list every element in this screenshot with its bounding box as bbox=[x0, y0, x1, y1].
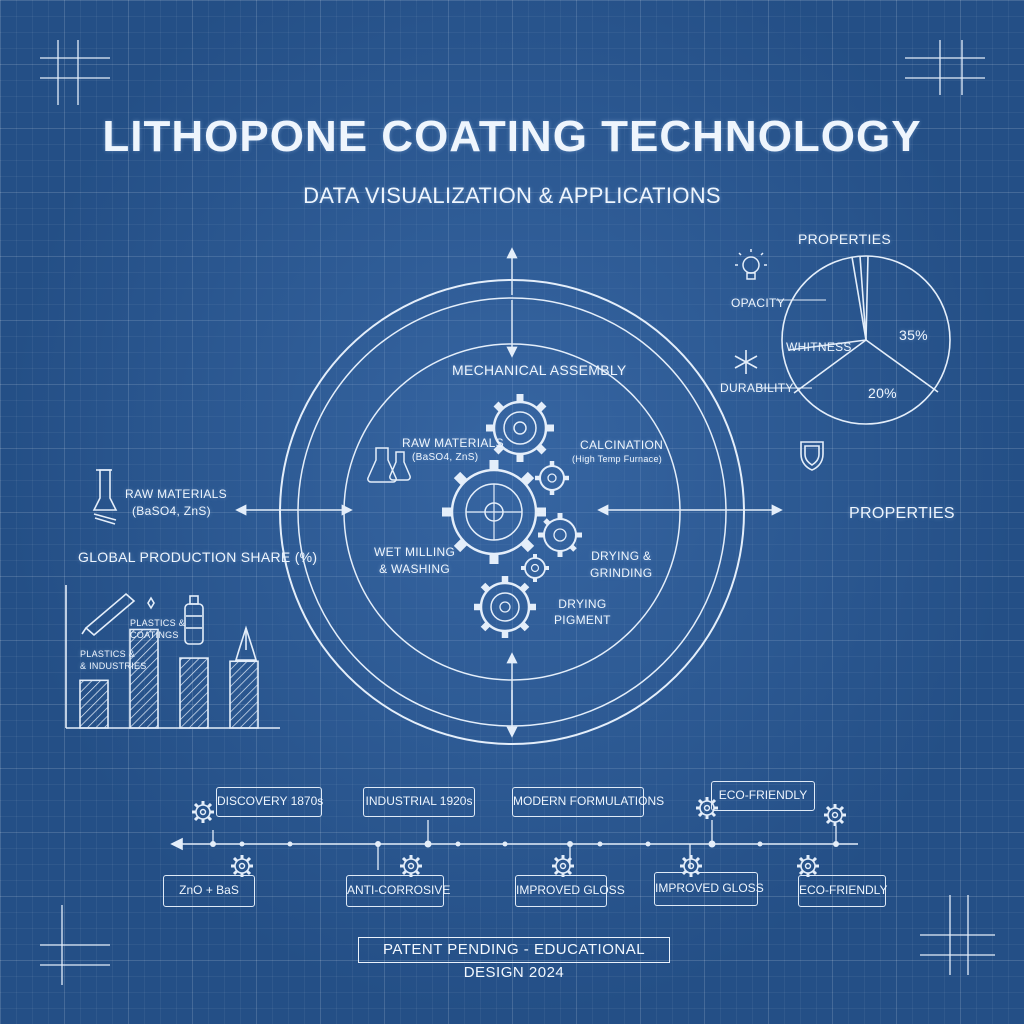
timeline-box-eco-friendly-top: ECO-FRIENDLY bbox=[711, 781, 815, 811]
test-tube-icon bbox=[92, 469, 118, 525]
calcination-label: CALCINATION bbox=[580, 438, 664, 452]
page-title: LITHOPONE COATING TECHNOLOGY bbox=[102, 112, 922, 161]
pen-nib-icon bbox=[234, 625, 258, 661]
bar-1 bbox=[79, 679, 109, 729]
shield-icon bbox=[800, 441, 824, 471]
pie-chart bbox=[760, 255, 951, 425]
timeline-box-discovery: DISCOVERY 1870s bbox=[216, 787, 323, 817]
corner-mark-bottom-right bbox=[920, 895, 995, 975]
lightbulb-icon bbox=[735, 249, 767, 280]
pie-chart-title: PROPERTIES bbox=[798, 231, 891, 247]
corner-mark-top-left bbox=[40, 40, 110, 105]
opacity-label: OPACITY bbox=[731, 296, 785, 310]
global-share-title: GLOBAL PRODUCTION SHARE (%) bbox=[78, 549, 318, 565]
timeline-box-improved-gloss-2: IMPROVED GLOSS bbox=[654, 872, 764, 906]
pencil-icon bbox=[81, 592, 155, 637]
durability-label: DURABILITY bbox=[720, 381, 794, 395]
page-subtitle: DATA VISUALIZATION & APPLICATIONS bbox=[303, 183, 721, 208]
snowflake-icon bbox=[734, 350, 758, 374]
bar-3 bbox=[179, 657, 209, 729]
timeline-box-improved-gloss-1: IMPROVED GLOSS bbox=[515, 875, 625, 907]
center-raw-materials-title: RAW MATERIALS bbox=[402, 436, 504, 450]
left-raw-materials-subtitle: (BaSO4, ZnS) bbox=[132, 504, 211, 518]
flask-icon bbox=[367, 447, 411, 483]
gear-assembly bbox=[442, 394, 582, 638]
left-raw-materials-title: RAW MATERIALS bbox=[125, 487, 227, 501]
bar-2 bbox=[129, 628, 159, 729]
bar-label-plastics-coatings: PLASTICS & COATINGS bbox=[130, 618, 186, 640]
mechanical-assembly-label: MECHANICAL ASSEMBLY bbox=[452, 362, 627, 378]
timeline-box-anti-corrosive: ANTI-CORROSIVE bbox=[346, 875, 450, 907]
timeline-box-modern-formulations: MODERN FORMULATIONS bbox=[512, 787, 664, 817]
axis-arrows bbox=[235, 247, 783, 738]
corner-mark-top-right bbox=[905, 40, 985, 95]
bar-4 bbox=[229, 660, 259, 729]
drying-grinding-label: DRYING & GRINDING bbox=[590, 549, 653, 580]
timeline-line bbox=[170, 837, 858, 851]
pie-slice-label-20: 20% bbox=[868, 385, 897, 401]
bar-label-plastics-industries: PLASTICS & & INDUSTRIES bbox=[80, 649, 147, 671]
timeline-box-industrial: INDUSTRIAL 1920s bbox=[363, 787, 475, 817]
properties-side-label: PROPERTIES bbox=[849, 505, 955, 522]
corner-mark-bottom-left bbox=[40, 905, 110, 985]
whiteness-label: WHITNESS bbox=[786, 340, 852, 354]
timeline-box-zno-bas: ZnO + BaS bbox=[163, 875, 255, 907]
center-raw-materials-subtitle: (BaSO4, ZnS) bbox=[412, 452, 479, 463]
pie-slice-label-35: 35% bbox=[899, 327, 928, 343]
wet-milling-label: WET MILLING & WASHING bbox=[374, 545, 456, 576]
drying-pigment-label: DRYING PIGMENT bbox=[554, 597, 611, 627]
timeline-box-eco-friendly-bottom: ECO-FRIENDLY bbox=[798, 875, 887, 907]
timeline-connectors bbox=[212, 820, 837, 870]
bottle-icon bbox=[184, 595, 204, 645]
footer-patent-label: PATENT PENDING - EDUCATIONAL DESIGN 2024 bbox=[358, 937, 670, 981]
calcination-subtitle: (High Temp Furnace) bbox=[572, 454, 663, 464]
bar-chart-bars bbox=[79, 628, 259, 729]
